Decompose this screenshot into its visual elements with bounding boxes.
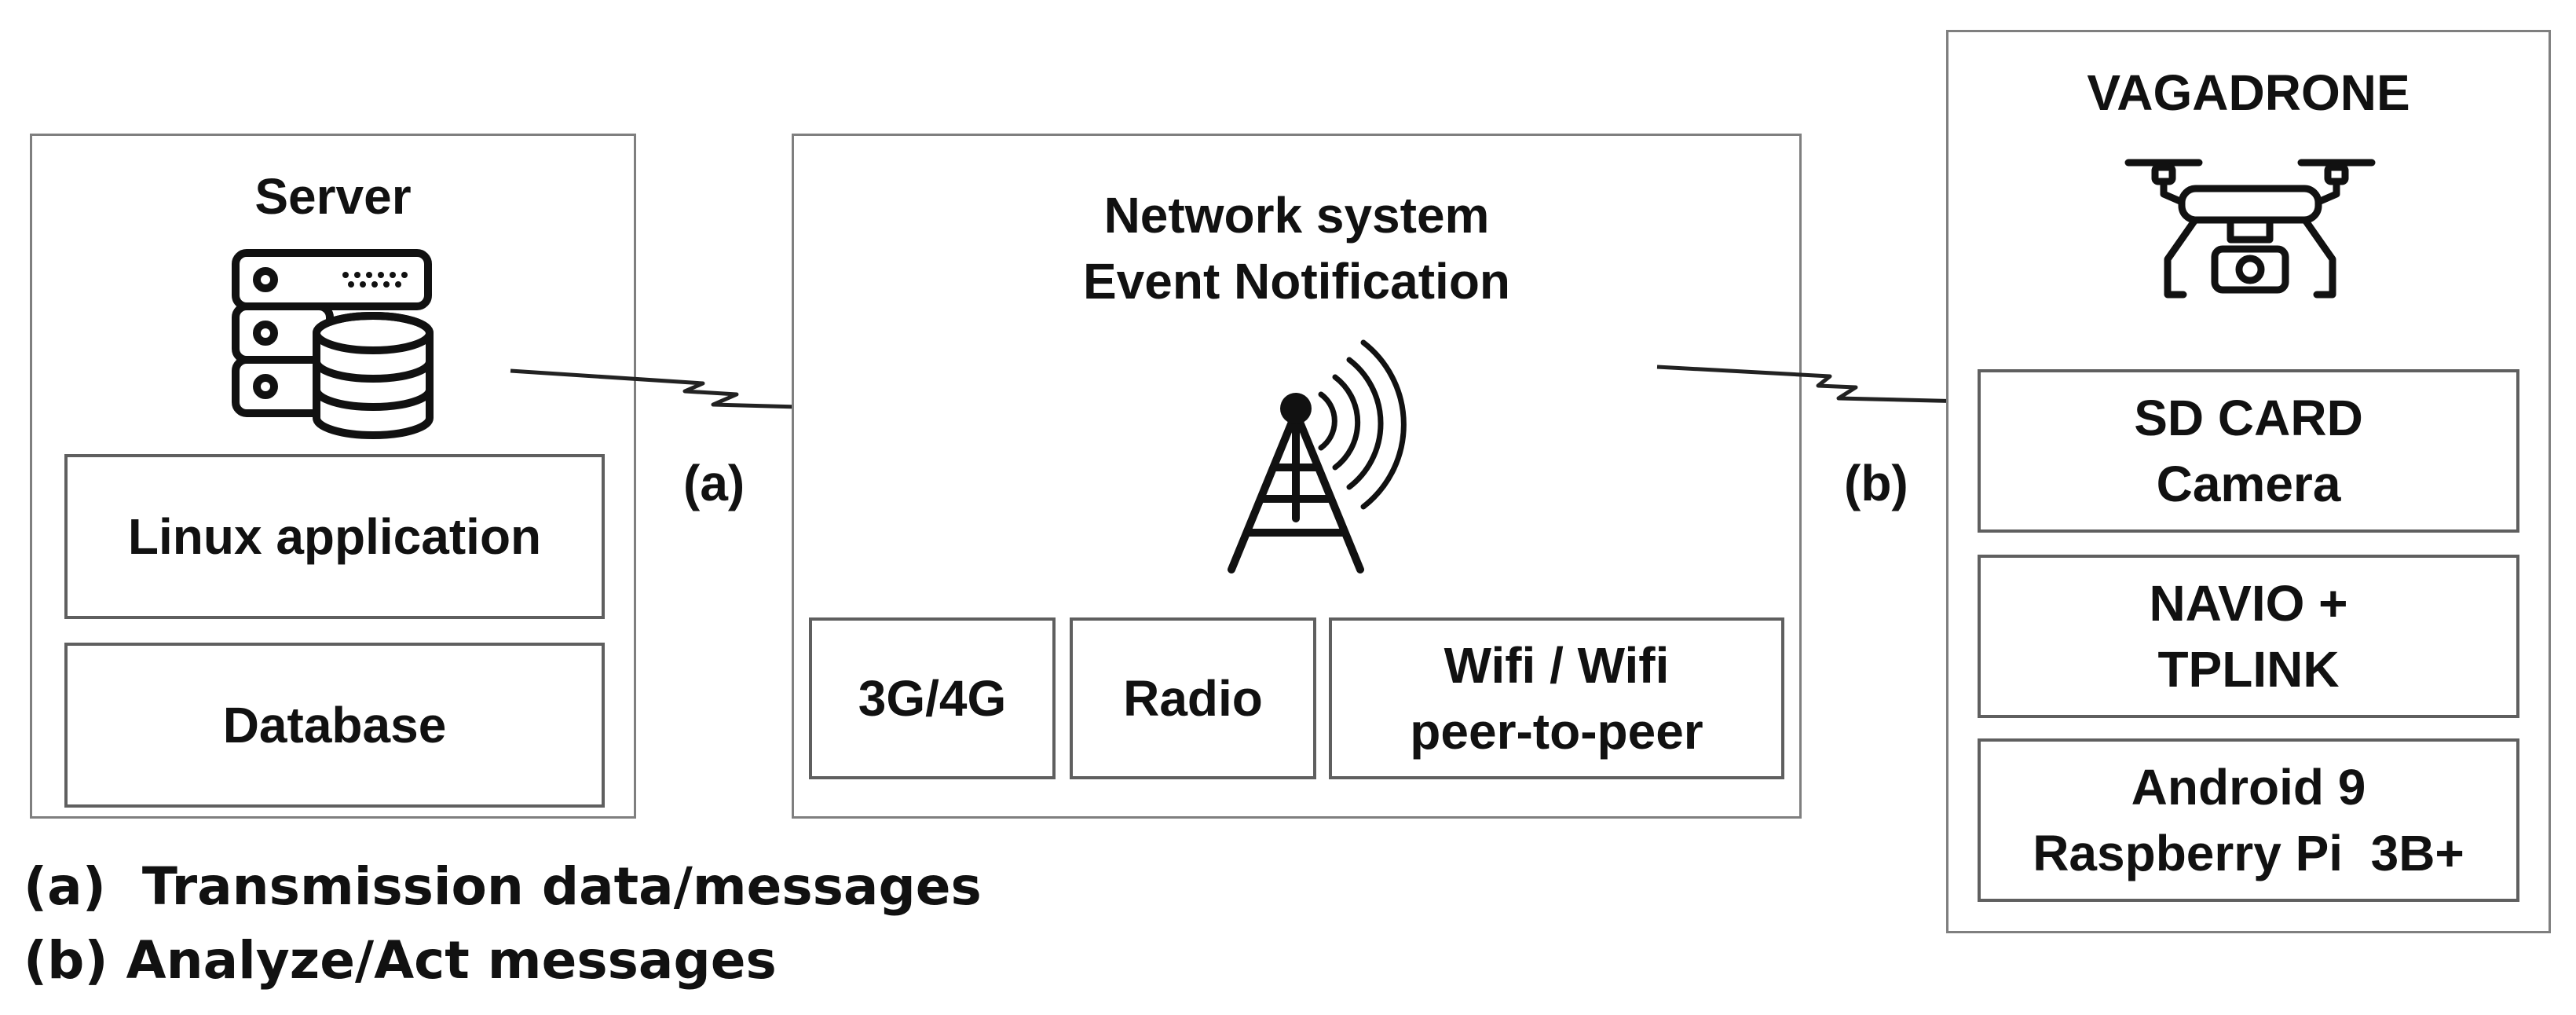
link-a-label: (a) bbox=[683, 455, 745, 511]
network-title: Network system Event Notification bbox=[792, 182, 1802, 314]
database-box: Database bbox=[64, 643, 605, 808]
network-title-line1: Network system bbox=[1103, 187, 1490, 244]
network-radio-box: Radio bbox=[1070, 617, 1316, 779]
network-3g4g-box: 3G/4G bbox=[809, 617, 1056, 779]
tplink-label: TPLINK bbox=[2157, 641, 2340, 698]
navio-tplink-box: NAVIO + TPLINK bbox=[1978, 555, 2519, 718]
drone-icon bbox=[2124, 159, 2376, 299]
network-wifi-label-line1: Wifi / Wifi bbox=[1444, 637, 1670, 694]
sd-card-camera-box: SD CARD Camera bbox=[1978, 369, 2519, 533]
database-label: Database bbox=[222, 697, 447, 753]
link-b-lightning bbox=[1656, 365, 2031, 405]
linux-application-label: Linux application bbox=[127, 508, 542, 565]
android-label: Android 9 bbox=[2131, 759, 2366, 815]
server-database-icon bbox=[232, 249, 434, 439]
drone-title: VAGADRONE bbox=[2087, 64, 2410, 121]
network-wifi-box: Wifi / Wifi peer-to-peer bbox=[1329, 617, 1784, 779]
android-raspberry-box: Android 9 Raspberry Pi 3B+ bbox=[1978, 738, 2519, 902]
link-b-label: (b) bbox=[1844, 455, 1908, 511]
network-3g4g-label: 3G/4G bbox=[858, 670, 1007, 727]
raspberry-label: Raspberry Pi 3B+ bbox=[2033, 825, 2464, 881]
legend-a: (a) Transmission data/messages bbox=[24, 856, 982, 917]
network-title-line2: Event Notification bbox=[1082, 253, 1511, 310]
legend-b: (b) Analyze/Act messages bbox=[24, 930, 777, 991]
radio-tower-icon bbox=[1228, 339, 1407, 573]
navio-label: NAVIO + bbox=[2149, 575, 2348, 632]
camera-label: Camera bbox=[2156, 456, 2341, 512]
sd-card-label: SD CARD bbox=[2134, 390, 2363, 446]
link-a-lightning bbox=[510, 368, 912, 412]
network-wifi-label-line2: peer-to-peer bbox=[1410, 703, 1703, 760]
linux-application-box: Linux application bbox=[64, 454, 605, 619]
server-title: Server bbox=[254, 168, 412, 225]
network-radio-label: Radio bbox=[1123, 670, 1263, 727]
